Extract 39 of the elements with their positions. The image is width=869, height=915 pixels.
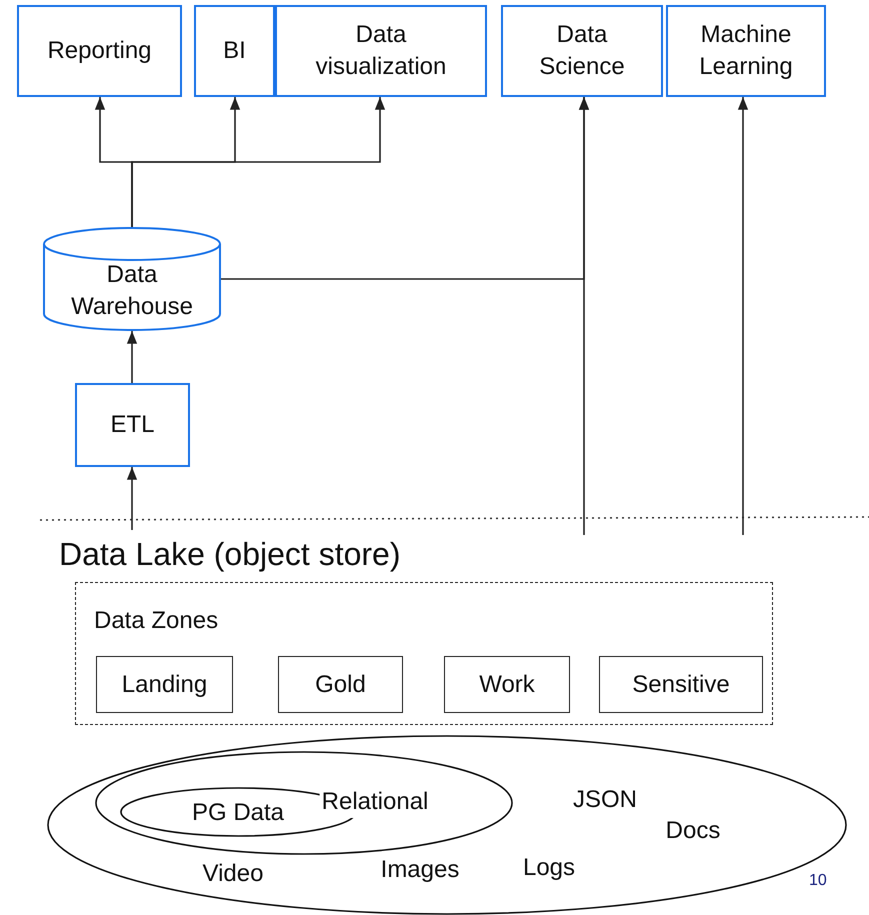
zone-box <box>599 656 763 713</box>
node-label: Landing <box>122 670 208 700</box>
component-box <box>275 5 487 97</box>
node-label: Machine Learning <box>698 20 794 82</box>
section-title: Data Lake (object store) <box>59 536 400 573</box>
component-box <box>75 383 190 467</box>
zone-box <box>444 656 570 713</box>
component-box <box>666 5 826 97</box>
node-label: Work <box>479 670 535 700</box>
zone-box <box>278 656 403 713</box>
arrow <box>131 97 386 227</box>
node-label: Data Zones <box>94 606 218 636</box>
node-label: ETL <box>110 410 154 440</box>
zone-group-box <box>75 582 773 725</box>
arrow <box>738 97 748 535</box>
node-label: Logs <box>522 853 576 883</box>
node-label: BI <box>223 36 246 66</box>
zone-box <box>96 656 233 713</box>
component-box <box>17 5 182 97</box>
node-label: Data Science <box>538 20 626 82</box>
page-number: 10 <box>809 872 827 890</box>
data-set-ellipse <box>95 751 513 855</box>
node-label: JSON <box>573 785 637 815</box>
data-set-ellipse <box>47 735 847 915</box>
component-box <box>501 5 663 97</box>
component-box <box>194 5 275 97</box>
database-cylinder <box>43 227 221 331</box>
node-label: Data visualization <box>314 20 448 82</box>
node-label: Gold <box>315 670 366 700</box>
arrow <box>126 331 138 383</box>
node-label: Video <box>202 859 264 889</box>
node-label: Reporting <box>47 36 152 66</box>
node-label: Images <box>380 855 460 885</box>
arrow <box>126 467 138 530</box>
node-label: Docs <box>666 816 720 846</box>
arrow <box>578 97 590 535</box>
node-label: Sensitive <box>632 670 730 700</box>
node-label: PG Data <box>192 798 284 828</box>
node-label: Data Warehouse <box>70 260 194 322</box>
